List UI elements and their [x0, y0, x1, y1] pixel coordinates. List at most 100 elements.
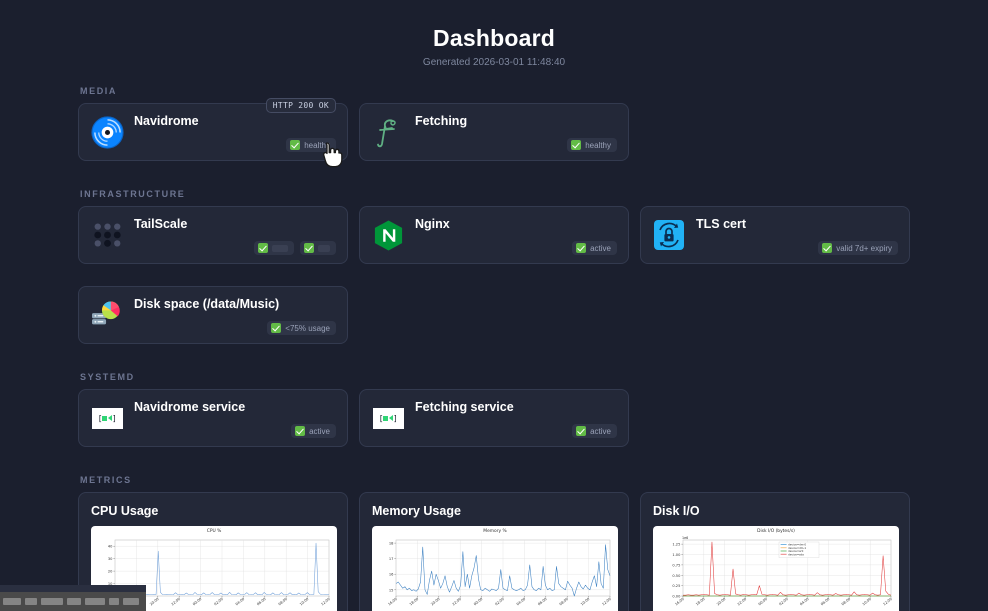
svg-text:10:00: 10:00 — [580, 597, 590, 606]
section-label-systemd: SYSTEMD — [80, 372, 135, 382]
media-row: Navidrome HTTP 200 OK healthy — [78, 98, 910, 172]
badge-label: active — [590, 426, 611, 436]
badge-group: active — [415, 424, 617, 438]
taskbar-item[interactable] — [25, 598, 37, 605]
metric-title: Memory Usage — [372, 504, 461, 518]
service-name: Navidrome — [134, 114, 199, 128]
svg-text:04:00: 04:00 — [516, 597, 526, 606]
check-icon — [258, 243, 268, 253]
badge-group: active — [134, 424, 336, 438]
check-icon — [571, 140, 582, 150]
badge-group: active — [415, 241, 617, 255]
card-navidrome-service[interactable]: [] Navidrome service active — [78, 389, 348, 447]
svg-text:04:00: 04:00 — [799, 597, 809, 606]
svg-text:08:00: 08:00 — [278, 597, 288, 606]
http-status-tooltip: HTTP 200 OK — [265, 98, 336, 113]
card-fetching-service[interactable]: [] Fetching service active — [359, 389, 629, 447]
card-fetching[interactable]: Fetching healthy — [359, 103, 629, 161]
svg-text:1e6: 1e6 — [682, 536, 688, 540]
svg-text:0.00: 0.00 — [672, 595, 681, 599]
taskbar-item[interactable] — [67, 598, 81, 605]
systemd-row: [] Navidrome service active [] — [78, 389, 910, 458]
generated-timestamp: Generated 2026-03-01 11:48:40 — [422, 57, 566, 68]
section-label-metrics: METRICS — [80, 475, 132, 485]
badge-label: healthy — [585, 140, 611, 150]
status-badge-usage: <75% usage — [267, 321, 336, 335]
status-badge-active: active — [572, 241, 617, 255]
service-name: Fetching service — [415, 400, 514, 414]
svg-text:20:00: 20:00 — [716, 597, 726, 606]
card-body: Disk space (/data/Music) <75% usage — [134, 296, 336, 335]
metric-title: Disk I/O — [653, 504, 700, 518]
section-label-infrastructure: INFRASTRUCTURE — [80, 189, 186, 199]
page-header: Dashboard Generated 2026-03-01 11:48:40 — [0, 0, 988, 69]
service-name: TailScale — [134, 217, 188, 231]
taskbar-item[interactable] — [41, 598, 63, 605]
svg-text:06:00: 06:00 — [256, 597, 266, 606]
card-disk-space[interactable]: Disk space (/data/Music) <75% usage — [78, 286, 348, 344]
badge-label-redacted — [272, 244, 288, 252]
svg-text:02:00: 02:00 — [213, 597, 223, 606]
svg-text:00:00: 00:00 — [473, 597, 483, 606]
svg-text:15: 15 — [389, 588, 394, 592]
svg-text:06:00: 06:00 — [537, 597, 547, 606]
check-icon — [295, 426, 306, 436]
status-badge-active: active — [291, 424, 336, 438]
badge-label: healthy — [304, 140, 330, 150]
taskbar[interactable] — [0, 592, 146, 611]
card-body: Fetching service active — [415, 399, 617, 438]
systemd-logo-icon: [] — [371, 401, 405, 435]
card-body: TLS cert valid 7d+ expiry — [696, 216, 898, 255]
infrastructure-row: TailScale — [78, 206, 910, 355]
svg-text:10:00: 10:00 — [299, 597, 309, 606]
service-name: Nginx — [415, 217, 450, 231]
section-label-media: MEDIA — [80, 86, 117, 96]
badge-group: valid 7d+ expiry — [696, 241, 898, 255]
svg-text:04:00: 04:00 — [235, 597, 245, 606]
svg-text:device=sr0: device=sr0 — [788, 549, 804, 553]
card-navidrome[interactable]: Navidrome HTTP 200 OK healthy — [78, 98, 348, 161]
svg-text:00:00: 00:00 — [192, 597, 202, 606]
svg-text:0.75: 0.75 — [672, 563, 680, 567]
check-icon — [576, 426, 587, 436]
svg-text:08:00: 08:00 — [841, 597, 851, 606]
metrics-row: CPU Usage CPU % 01020304016:0018:0020:00… — [78, 492, 910, 611]
service-name: Disk space (/data/Music) — [134, 297, 280, 311]
svg-text:12:00: 12:00 — [320, 597, 330, 606]
taskbar-item[interactable] — [123, 598, 139, 605]
card-tailscale[interactable]: TailScale — [78, 206, 348, 264]
svg-text:18:00: 18:00 — [695, 597, 705, 606]
card-tls-cert[interactable]: TLS cert valid 7d+ expiry — [640, 206, 910, 264]
svg-text:10:00: 10:00 — [862, 597, 872, 606]
svg-text:16: 16 — [389, 573, 394, 577]
status-badge-1 — [254, 241, 294, 255]
svg-text:08:00: 08:00 — [559, 597, 569, 606]
status-badge-healthy: healthy — [286, 138, 336, 152]
systemd-logo-icon: [] — [90, 401, 124, 435]
taskbar-item[interactable] — [3, 598, 21, 605]
card-nginx[interactable]: Nginx active — [359, 206, 629, 264]
service-name: Navidrome service — [134, 400, 246, 414]
svg-text:1.25: 1.25 — [672, 543, 680, 547]
fetching-script-f-icon — [371, 115, 405, 149]
check-icon — [576, 243, 587, 253]
svg-text:10: 10 — [108, 582, 113, 586]
badge-label: active — [309, 426, 330, 436]
check-icon — [290, 140, 301, 150]
taskbar-item[interactable] — [85, 598, 105, 605]
taskbar-item[interactable] — [109, 598, 119, 605]
svg-text:18: 18 — [389, 542, 394, 546]
vinyl-record-icon — [90, 115, 124, 149]
svg-text:30: 30 — [108, 557, 113, 561]
status-badge-healthy: healthy — [567, 138, 617, 152]
page-title: Dashboard — [433, 25, 555, 51]
svg-text:22:00: 22:00 — [737, 597, 747, 606]
service-name: Fetching — [415, 114, 468, 128]
svg-text:02:00: 02:00 — [778, 597, 788, 606]
